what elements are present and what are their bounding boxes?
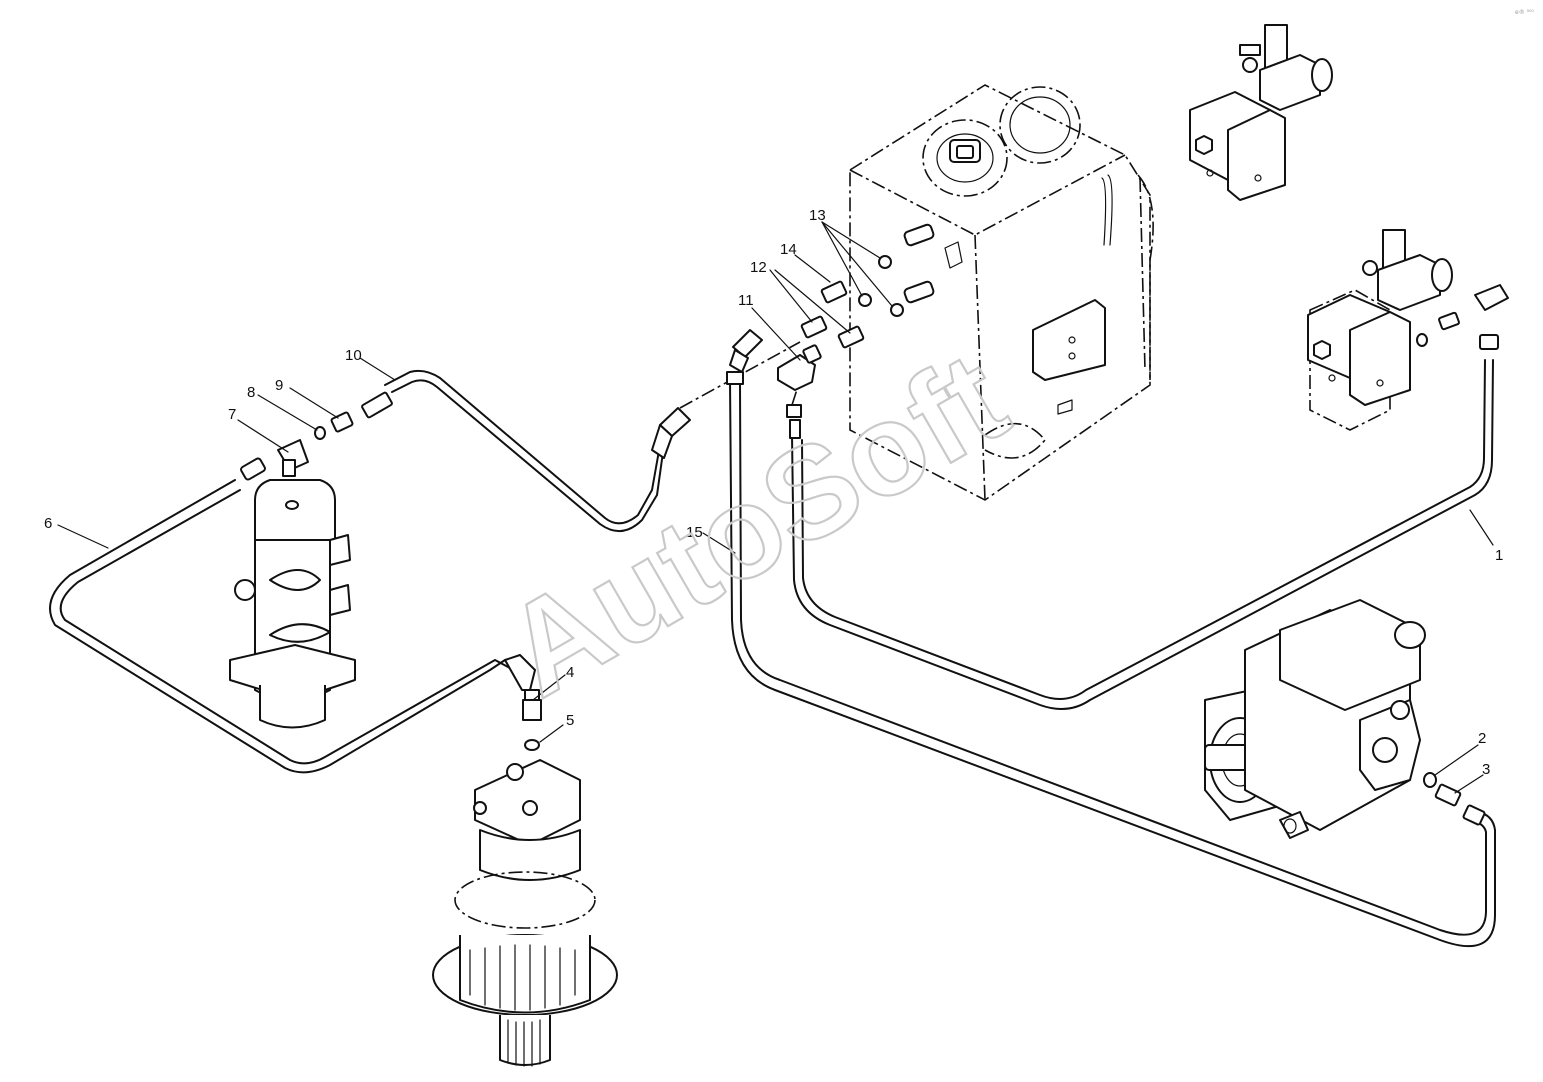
callout-10: 10 bbox=[345, 347, 362, 364]
callout-2: 2 bbox=[1478, 730, 1486, 747]
solenoid-valve-upper bbox=[1189, 24, 1333, 201]
callout-numbers: 1 2 3 4 5 6 7 8 9 10 11 12 13 14 15 bbox=[44, 207, 1503, 778]
main-pump bbox=[1204, 599, 1426, 839]
callout-3: 3 bbox=[1482, 761, 1490, 778]
solenoid-valve-lower bbox=[1307, 229, 1453, 431]
center-swivel-joint bbox=[229, 479, 356, 729]
callout-5: 5 bbox=[566, 712, 574, 729]
callout-12: 12 bbox=[750, 259, 767, 276]
swing-motor bbox=[432, 759, 618, 1067]
callout-13: 13 bbox=[809, 207, 826, 224]
callout-leaders bbox=[57, 221, 1494, 794]
valve-fittings-right bbox=[1416, 284, 1509, 350]
hydraulic-tank bbox=[849, 84, 1154, 501]
callout-14: 14 bbox=[780, 241, 797, 258]
callout-15: 15 bbox=[686, 524, 703, 541]
fittings bbox=[240, 223, 1486, 826]
callout-4: 4 bbox=[566, 664, 574, 681]
callout-8: 8 bbox=[247, 384, 255, 401]
callout-1: 1 bbox=[1495, 547, 1503, 564]
callout-11: 11 bbox=[738, 292, 754, 309]
callout-9: 9 bbox=[275, 377, 283, 394]
pipes bbox=[49, 341, 1496, 948]
corner-mark: e® ⁵⁰⁰ bbox=[1515, 9, 1534, 16]
callout-7: 7 bbox=[228, 406, 236, 423]
callout-6: 6 bbox=[44, 515, 52, 532]
